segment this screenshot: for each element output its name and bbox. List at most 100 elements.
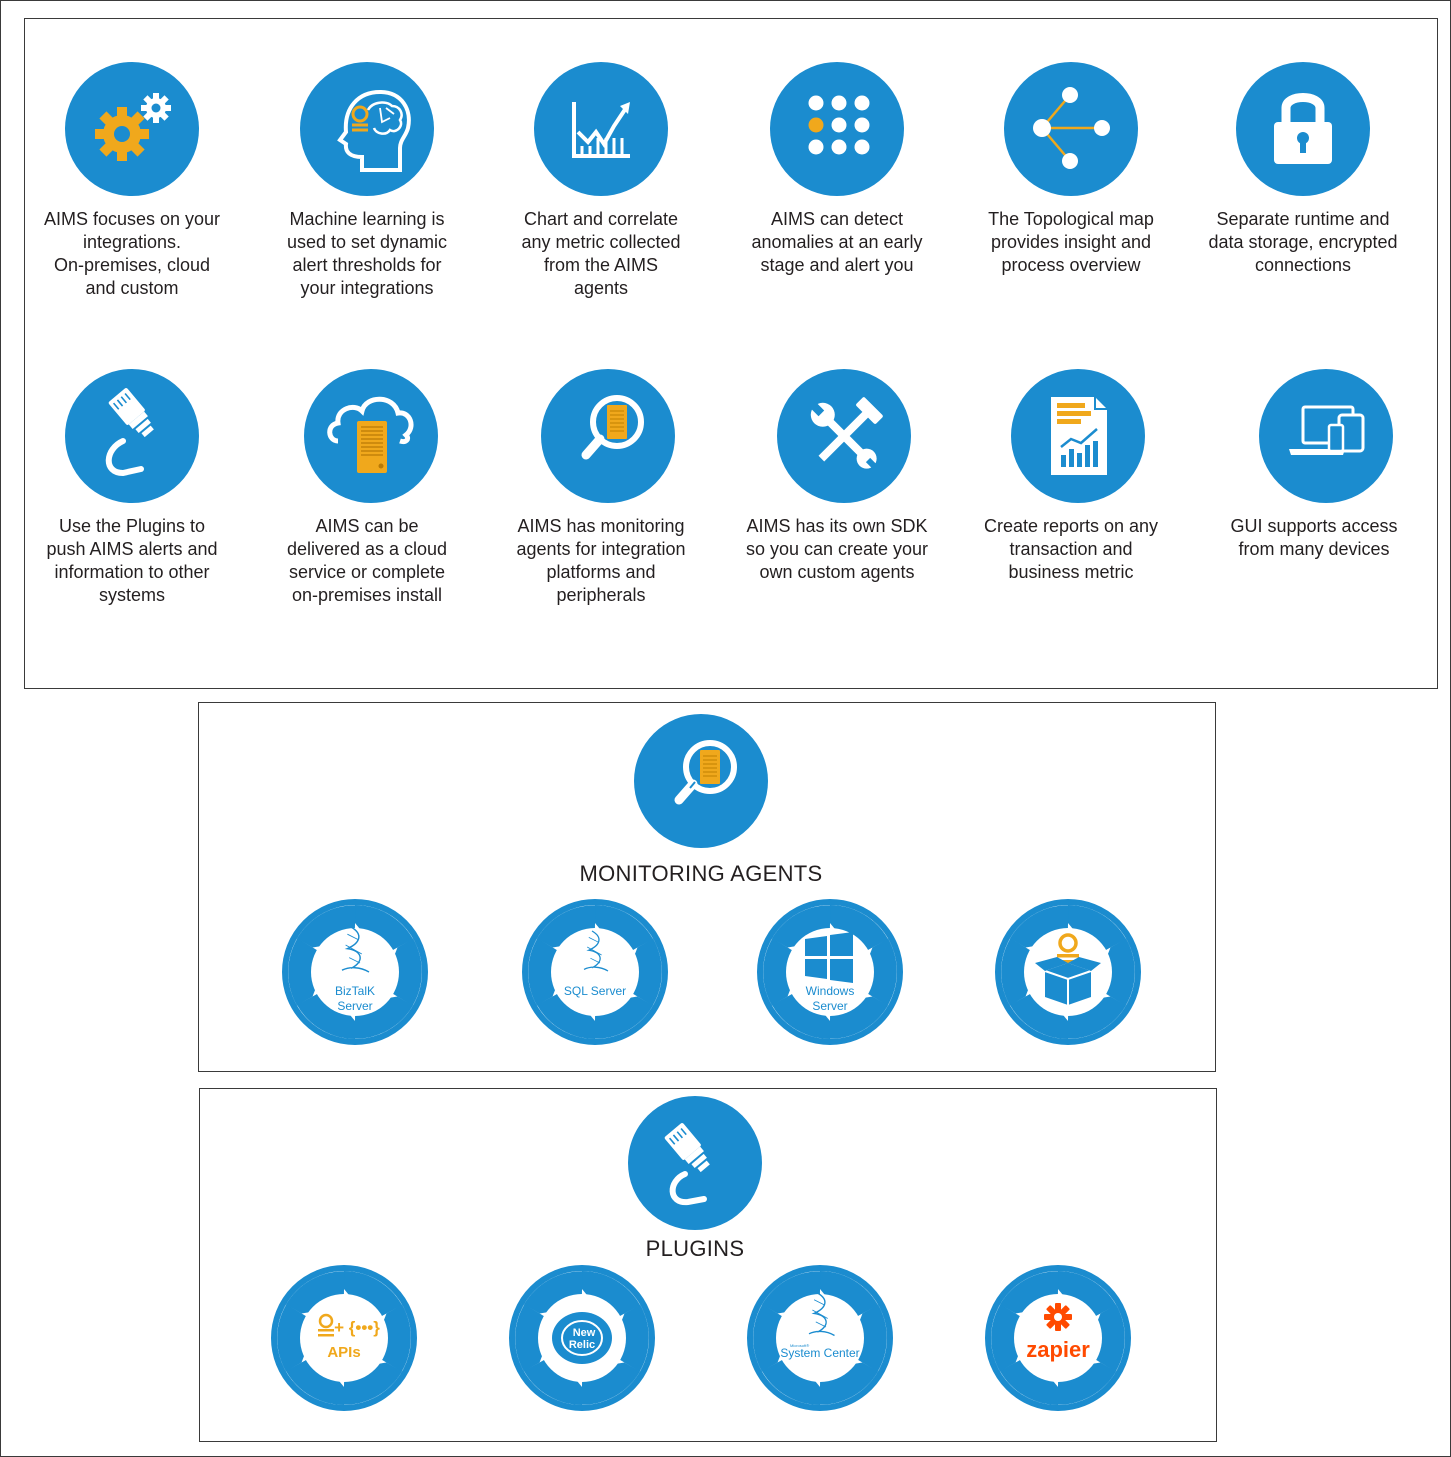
feature-item: AIMS has its own SDK so you can create yo… bbox=[717, 369, 957, 584]
feature-description-line: Create reports on any bbox=[983, 516, 1159, 536]
feature-description-line: platforms and bbox=[546, 562, 656, 582]
agent-item: Windows Server bbox=[757, 899, 903, 1045]
agent-item: BizTalK Server bbox=[282, 899, 428, 1045]
feature-description-line: anomalies at an early bbox=[751, 232, 923, 252]
feature-description-line: connections bbox=[1254, 255, 1352, 275]
plugin-label-line: zapier bbox=[1026, 1337, 1090, 1362]
feature-description-line: and custom bbox=[85, 278, 179, 298]
devices-icon bbox=[1289, 405, 1365, 455]
agent-label-line: BizTalK bbox=[335, 984, 375, 998]
feature-description: AIMS has its own SDK so you can create yo… bbox=[717, 515, 957, 584]
feature-description: AIMS focuses on your integrations. On-prem… bbox=[12, 208, 252, 300]
feature-item: Chart and correlate any metric collected f… bbox=[481, 62, 721, 300]
feature-circle bbox=[1004, 62, 1138, 196]
plugins-panel bbox=[199, 1088, 1217, 1442]
feature-description-line: systems bbox=[98, 585, 165, 605]
feature-description-line: The Topological map bbox=[988, 209, 1154, 229]
feature-circle bbox=[777, 369, 911, 503]
features-panel bbox=[24, 18, 1438, 689]
feature-circle bbox=[534, 62, 668, 196]
feature-item: The Topological map provides insight and p… bbox=[951, 62, 1191, 277]
feature-description-line: business metric bbox=[1008, 562, 1134, 582]
feature-description-line: on-premises install bbox=[291, 585, 443, 605]
brain-head-icon bbox=[337, 89, 411, 172]
feature-item: AIMS can be delivered as a cloud service o… bbox=[247, 369, 487, 607]
feature-circle bbox=[65, 62, 199, 196]
custom-box-icon bbox=[1035, 933, 1101, 1005]
biztalk-logo-icon: BizTalK Server bbox=[335, 926, 375, 1013]
feature-description-line: from the AIMS bbox=[543, 255, 659, 275]
feature-circle bbox=[300, 62, 434, 196]
agent-label-line: SQL Server bbox=[564, 984, 626, 998]
padlock-icon bbox=[1274, 93, 1332, 164]
system-center-logo-icon: Microsoft® System Center bbox=[780, 1292, 860, 1360]
plugin-label-line: APIs bbox=[327, 1344, 360, 1361]
plugin-item: Microsoft® System Center bbox=[747, 1265, 893, 1411]
plugin-item: + {•••} APIs bbox=[271, 1265, 417, 1411]
zapier-logo-icon: zapier bbox=[1026, 1303, 1090, 1362]
report-icon bbox=[1051, 397, 1107, 475]
new-relic-logo-icon: New Relic bbox=[552, 1312, 612, 1364]
tools-icon bbox=[810, 397, 883, 470]
feature-description-line: stage and alert you bbox=[760, 255, 914, 275]
feature-description-line: any metric collected bbox=[521, 232, 681, 252]
feature-description-line: delivered as a cloud bbox=[286, 539, 448, 559]
feature-circle bbox=[65, 369, 199, 503]
feature-circle bbox=[1236, 62, 1370, 196]
dot-grid-icon bbox=[808, 95, 870, 155]
feature-description-line: AIMS can be bbox=[315, 516, 419, 536]
windows-logo-icon: Windows Server bbox=[805, 932, 854, 1013]
feature-description: Chart and correlate any metric collected f… bbox=[481, 208, 721, 300]
trend-chart-icon bbox=[572, 102, 630, 158]
plugin-item: New Relic bbox=[509, 1265, 655, 1411]
monitoring-agents-title: MONITORING AGENTS bbox=[579, 861, 823, 886]
feature-description: AIMS has monitoring agents for integratio… bbox=[481, 515, 721, 607]
feature-description-line: agents bbox=[573, 278, 629, 298]
feature-description-line: Chart and correlate bbox=[523, 209, 679, 229]
feature-description-line: provides insight and bbox=[990, 232, 1152, 252]
agent-label-line: Server bbox=[812, 999, 847, 1013]
feature-description-line: service or complete bbox=[288, 562, 446, 582]
feature-description-line: transaction and bbox=[1009, 539, 1133, 559]
feature-description-line: agents for integration bbox=[516, 539, 686, 559]
monitoring-agents-panel bbox=[198, 702, 1216, 1072]
feature-description-line: own custom agents bbox=[759, 562, 915, 582]
feature-description-line: alert thresholds for bbox=[292, 255, 442, 275]
gears-icon bbox=[95, 93, 171, 161]
feature-description-line: On-premises, cloud bbox=[53, 255, 211, 275]
magnifier-server-icon bbox=[674, 740, 737, 805]
feature-item: AIMS focuses on your integrations. On-prem… bbox=[12, 62, 252, 300]
apis-glyph: + {•••} bbox=[334, 1318, 380, 1337]
feature-description-line: AIMS has its own SDK bbox=[746, 516, 928, 536]
feature-description-line: AIMS focuses on your bbox=[43, 209, 221, 229]
feature-description-line: Use the Plugins to bbox=[58, 516, 206, 536]
feature-description-line: Machine learning is bbox=[289, 209, 445, 229]
plugins-circle bbox=[628, 1096, 762, 1230]
feature-description-line: integrations. bbox=[82, 232, 182, 252]
feature-item: Create reports on any transaction and busi… bbox=[951, 369, 1191, 584]
plugin-label-line: System Center bbox=[780, 1346, 859, 1360]
plugin-label-line: Relic bbox=[569, 1339, 595, 1351]
plugins-title: PLUGINS bbox=[645, 1236, 745, 1261]
feature-description-line: process overview bbox=[1001, 255, 1141, 275]
feature-description: Create reports on any transaction and busi… bbox=[951, 515, 1191, 584]
feature-description-line: data storage, encrypted bbox=[1208, 232, 1398, 252]
agent-item: SQL Server bbox=[522, 899, 668, 1045]
feature-description-line: so you can create your bbox=[745, 539, 929, 559]
monitoring-agents-circle bbox=[634, 714, 768, 848]
feature-description-line: AIMS has monitoring bbox=[517, 516, 685, 536]
feature-description: The Topological map provides insight and p… bbox=[951, 208, 1191, 277]
microsoft-small-label: Microsoft® bbox=[790, 1343, 809, 1348]
feature-circle bbox=[1011, 369, 1145, 503]
feature-description-line: your integrations bbox=[300, 278, 434, 298]
network-plug-icon bbox=[105, 388, 154, 477]
feature-circle bbox=[304, 369, 438, 503]
sql-server-logo-icon: SQL Server bbox=[564, 930, 626, 998]
